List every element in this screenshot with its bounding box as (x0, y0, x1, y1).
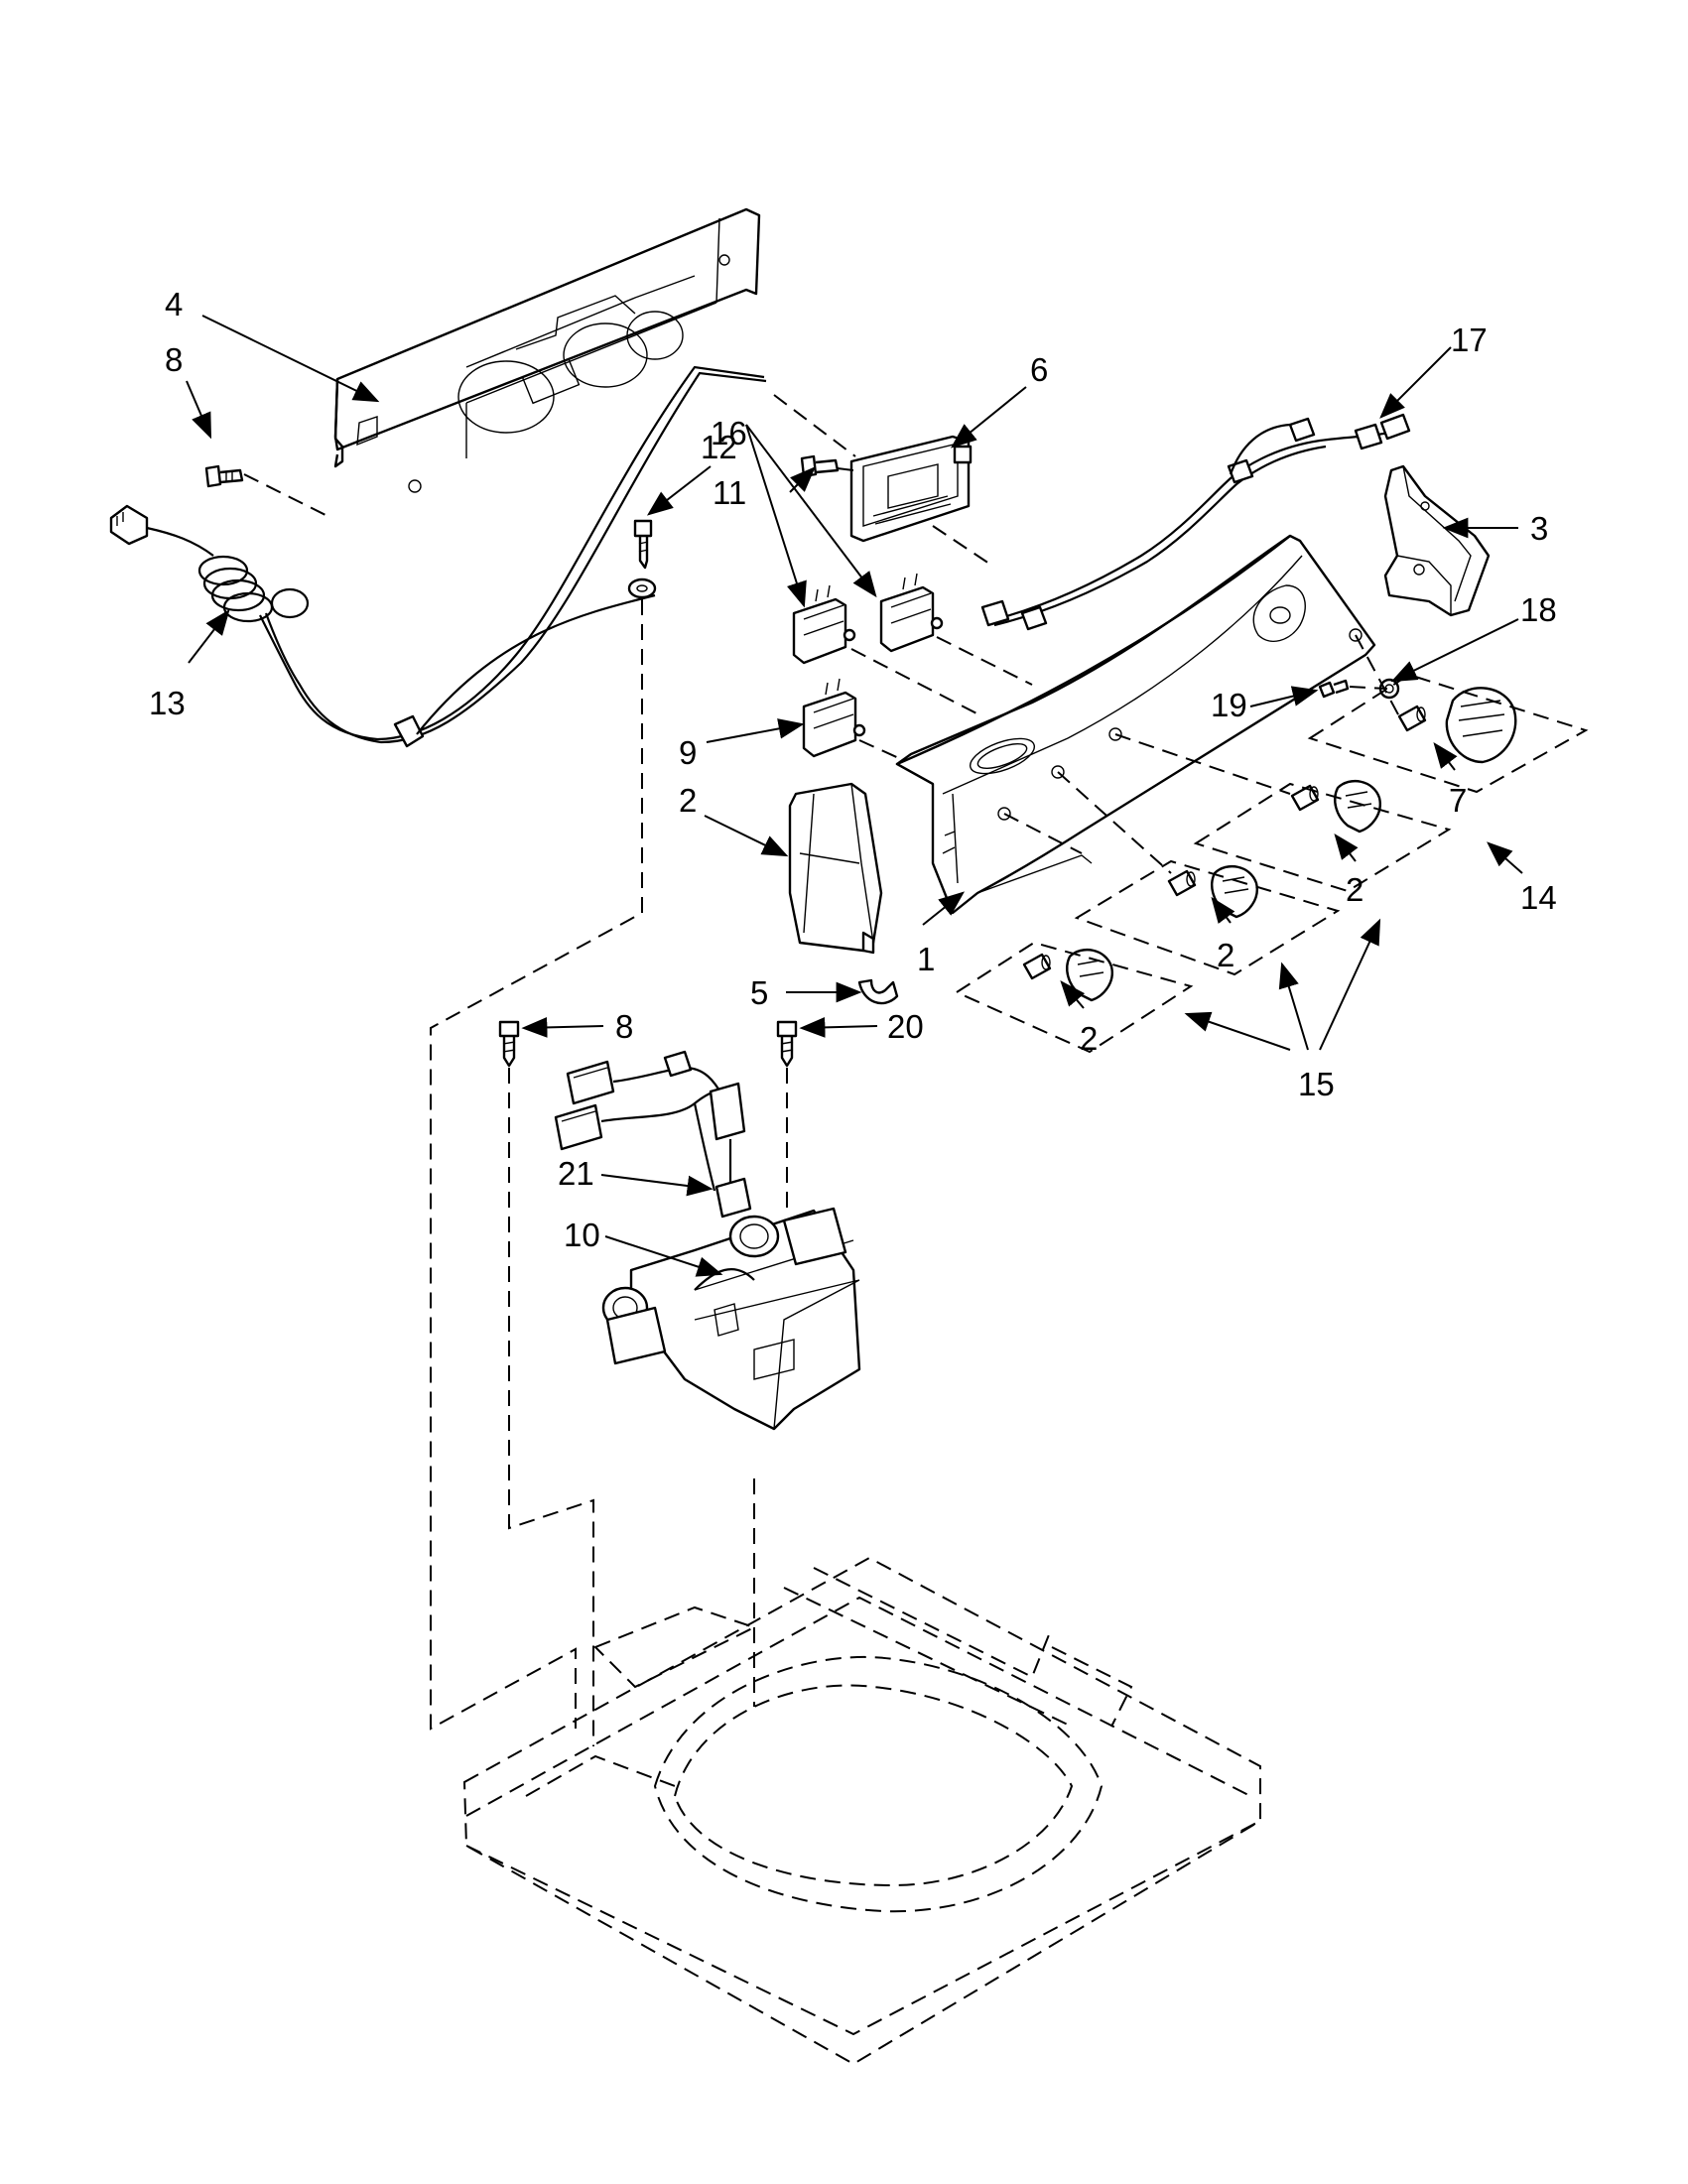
callout-5: 5 (750, 974, 768, 1011)
callout-14: 15 (1298, 1066, 1335, 1102)
part-1-console (895, 534, 1376, 915)
knob-3 (1290, 779, 1381, 834)
callout-1: 1 (917, 941, 935, 977)
callout-2-d: 7 (1449, 782, 1467, 819)
callout-16: 17 (1451, 321, 1488, 358)
callout-2-b: 2 (1217, 937, 1234, 973)
callout-8-top: 8 (165, 341, 183, 378)
callout-15: 16 (711, 415, 747, 451)
callout-12: 12 (701, 429, 737, 465)
knob-1 (1022, 948, 1113, 1002)
part-11-power-cord (109, 365, 767, 748)
top-cabinet-outline (462, 1556, 1261, 2066)
assembly-dashed-lines (243, 394, 1400, 1746)
part-9-switch (802, 678, 866, 758)
part-5-clip (857, 978, 899, 1005)
callout-labels: 4 8 12 6 11 17 16 3 18 19 13 9 2 1 5 8 2… (149, 286, 1557, 1253)
part-12-ground-screw (627, 519, 657, 599)
callout-11: 13 (149, 685, 186, 721)
callout-9: 9 (679, 734, 697, 771)
part-4-end-cap-right (1383, 464, 1491, 617)
callout-7: 4 (165, 286, 183, 322)
part-15-switch-b (879, 573, 944, 653)
callout-18: 19 (1211, 687, 1247, 723)
callout-leaders (186, 315, 1523, 1277)
part-21-wire-harness (554, 1050, 752, 1219)
callout-2-c: 2 (1346, 871, 1363, 908)
callout-6: 6 (1030, 351, 1048, 388)
callout-10: 11 (713, 474, 746, 511)
callout-4: 3 (1530, 510, 1548, 547)
part-8-screw-lower (498, 1020, 520, 1068)
callout-21: 21 (558, 1155, 594, 1192)
part-19-water-valve (601, 1207, 861, 1431)
callout-8-lower: 8 (615, 1008, 633, 1045)
callout-19: 10 (564, 1217, 600, 1253)
part-10-screw (800, 454, 840, 478)
part-6-control-board (849, 435, 973, 543)
callout-17: 18 (1520, 591, 1557, 628)
part-8-screw-top (204, 464, 244, 488)
callout-2-a: 2 (1080, 1020, 1098, 1057)
knob-assembly-boxes (954, 673, 1589, 1054)
part-15-switch-a (792, 584, 856, 665)
part-20-screw (776, 1020, 798, 1068)
part-18-screw (1318, 679, 1350, 699)
part-7-console-back-panel (333, 207, 761, 493)
part-3-end-cap-left (788, 782, 883, 955)
callout-13: 14 (1520, 879, 1557, 916)
callout-20: 20 (887, 1008, 924, 1045)
knob-4 (1397, 687, 1517, 764)
callout-3: 2 (679, 782, 697, 819)
part-16-wire-harness (980, 413, 1411, 631)
